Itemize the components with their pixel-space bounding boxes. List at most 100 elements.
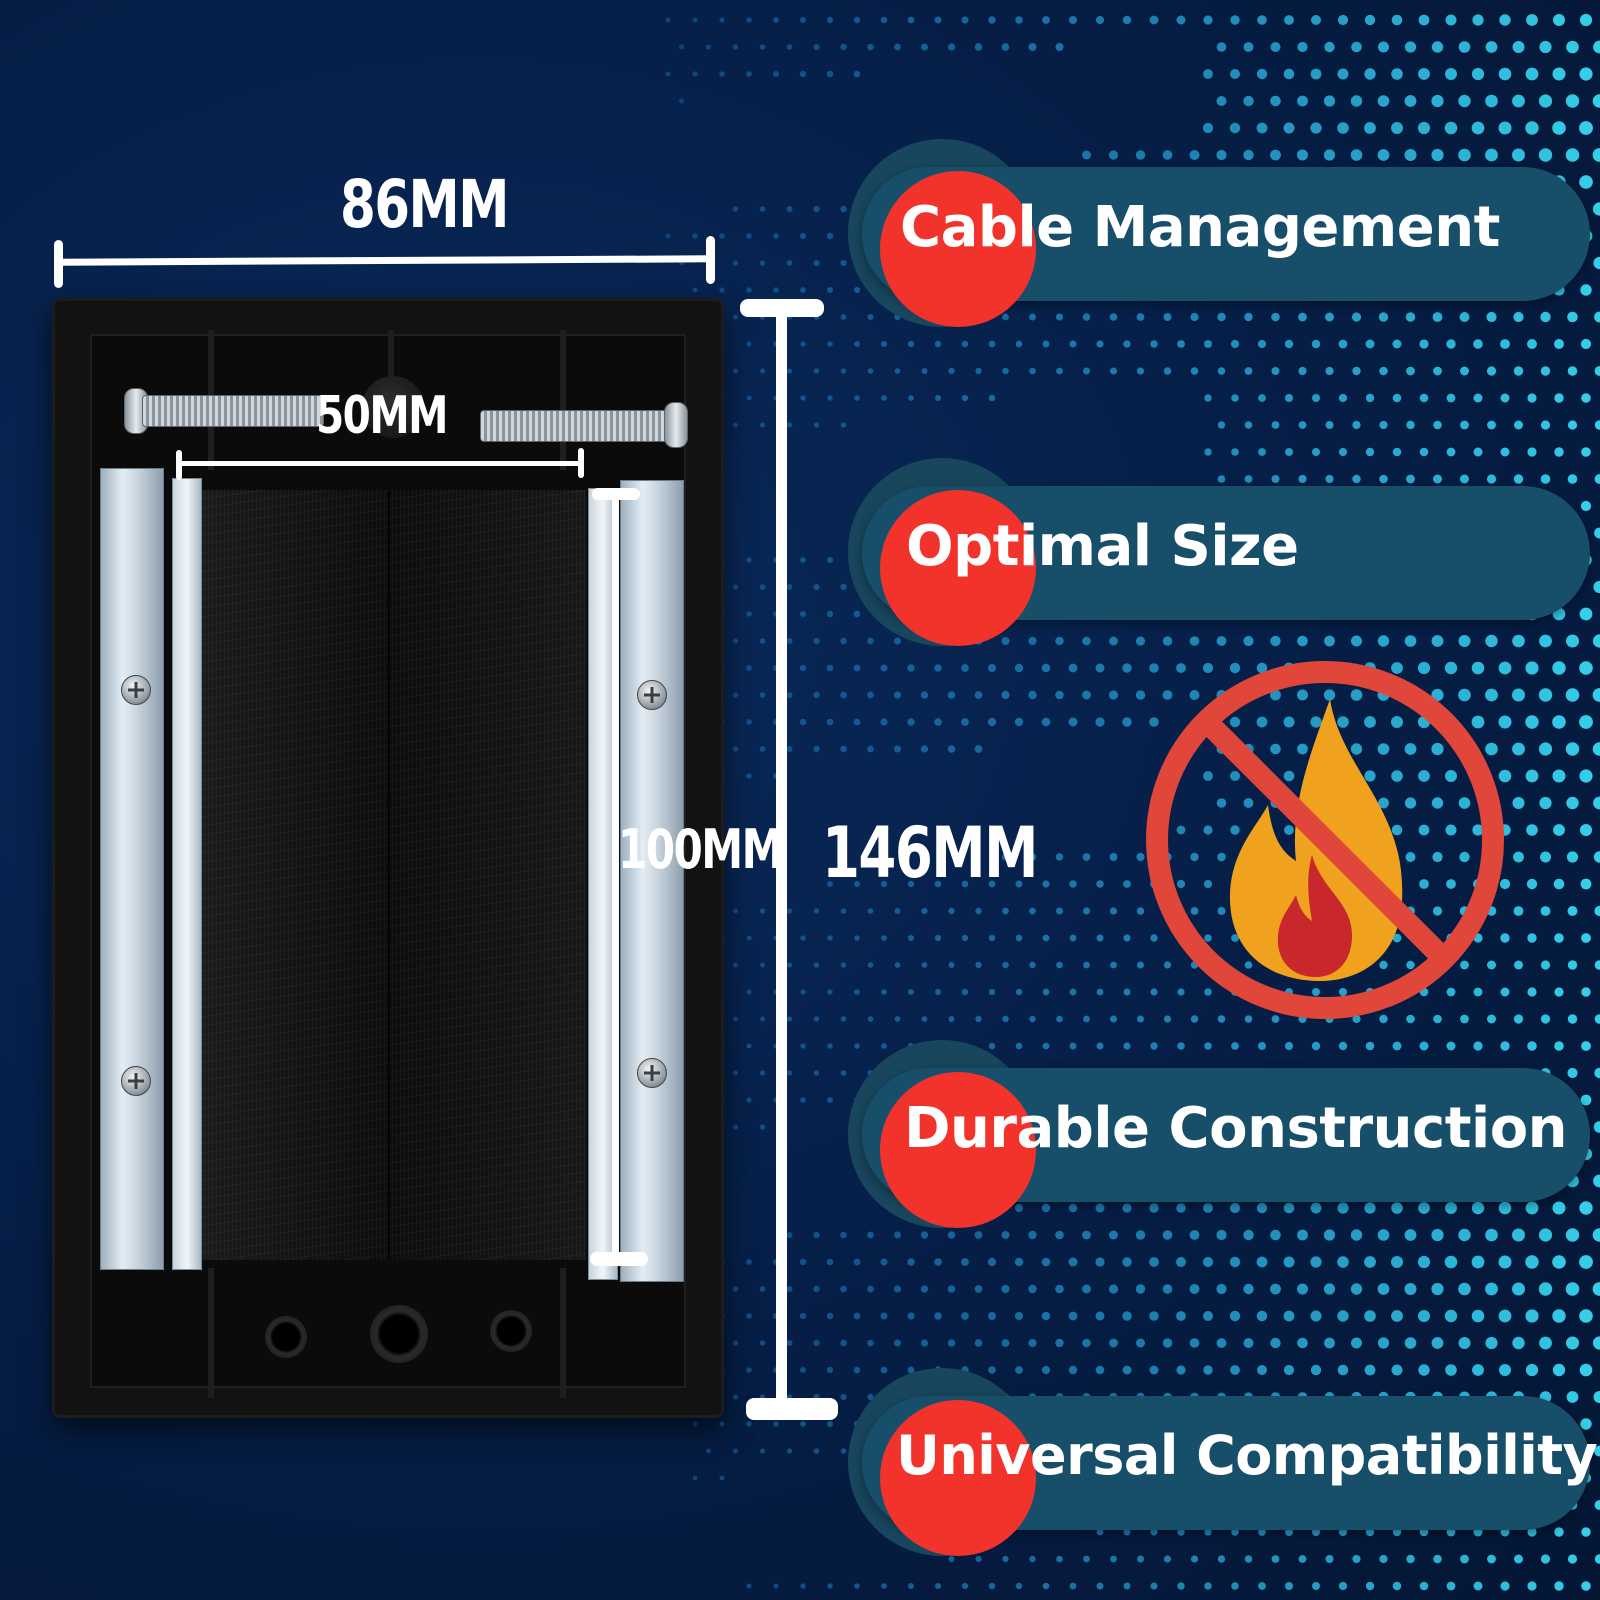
halftone-dot — [1485, 41, 1498, 53]
halftone-dot — [1256, 122, 1268, 134]
halftone-dot — [1404, 1229, 1417, 1241]
halftone-dot — [1298, 421, 1307, 429]
halftone-dot — [867, 637, 874, 645]
halftone-dot — [1338, 987, 1348, 997]
halftone-dot — [840, 1448, 847, 1454]
halftone-dot — [1231, 1582, 1239, 1590]
halftone-dot — [1473, 339, 1483, 349]
halftone-dot — [705, 44, 712, 50]
halftone-dot — [975, 367, 982, 375]
feature-durable-construction: Durable Construction — [848, 1040, 1600, 1228]
feature-universal-compatibility: Universal Compatibility — [848, 1368, 1600, 1556]
halftone-dot — [1083, 1555, 1090, 1563]
halftone-dot — [1135, 1284, 1146, 1294]
halftone-dot — [1190, 312, 1199, 322]
halftone-dot — [1592, 1228, 1600, 1242]
halftone-dot — [1028, 690, 1037, 700]
halftone-dot — [1042, 1042, 1050, 1050]
halftone-dot — [1378, 797, 1389, 809]
halftone-dot — [1554, 1581, 1564, 1591]
halftone-dot — [1581, 1041, 1591, 1051]
halftone-dot — [1122, 1203, 1132, 1213]
halftone-dot — [1217, 475, 1226, 483]
screw-icon — [637, 680, 667, 710]
halftone-dot — [1285, 448, 1293, 456]
halftone-dot — [1486, 366, 1497, 376]
halftone-dot — [1123, 340, 1131, 348]
halftone-dot — [692, 71, 698, 77]
halftone-dot — [759, 1448, 766, 1454]
halftone-dot — [1566, 40, 1579, 54]
halftone-dot — [1392, 1581, 1402, 1591]
halftone-dot — [1256, 716, 1268, 728]
halftone-dot — [1203, 15, 1213, 25]
halftone-dot — [1229, 1202, 1241, 1214]
halftone-dot — [1029, 1555, 1036, 1563]
halftone-dot — [1271, 475, 1280, 483]
halftone-dot — [1082, 1338, 1091, 1348]
halftone-dot — [1567, 1554, 1578, 1564]
halftone-dot — [773, 1583, 779, 1589]
halftone-dot — [1473, 987, 1483, 997]
halftone-dot — [1460, 366, 1469, 376]
halftone-dot — [1108, 690, 1119, 700]
halftone-dot — [1592, 688, 1600, 702]
halftone-dot — [1108, 150, 1119, 160]
halftone-dot — [1418, 1202, 1430, 1214]
halftone-dot — [920, 691, 929, 699]
halftone-dot — [867, 745, 874, 753]
halftone-dot — [746, 1583, 752, 1589]
halftone-dot — [1579, 607, 1593, 621]
halftone-dot — [1552, 769, 1566, 783]
halftone-dot — [948, 907, 955, 915]
halftone-dot — [800, 611, 806, 617]
halftone-dot — [719, 1421, 725, 1427]
halftone-dot — [1540, 311, 1551, 323]
halftone-dot — [1162, 1284, 1173, 1294]
halftone-dot — [920, 1339, 929, 1347]
halftone-dot — [907, 1258, 915, 1266]
halftone-dot — [732, 638, 739, 644]
halftone-dot — [1137, 1555, 1144, 1563]
halftone-dot — [1271, 1015, 1280, 1023]
halftone-dot — [813, 368, 820, 374]
halftone-dot — [1189, 636, 1200, 646]
halftone-dot — [1014, 663, 1024, 673]
halftone-dot — [840, 368, 847, 374]
halftone-dot — [1552, 661, 1566, 675]
halftone-dot — [1538, 148, 1553, 162]
halftone-dot — [1082, 853, 1091, 861]
halftone-dot — [1177, 1582, 1185, 1590]
halftone-dot — [813, 908, 820, 914]
halftone-dot — [813, 1070, 820, 1076]
halftone-dot — [786, 206, 793, 212]
halftone-dot — [840, 259, 847, 267]
halftone-dot — [1150, 1582, 1158, 1590]
halftone-dot — [786, 584, 793, 590]
halftone-dot — [1552, 67, 1566, 81]
halftone-dot — [773, 71, 779, 77]
halftone-dot — [975, 907, 982, 915]
halftone-dot — [1283, 122, 1295, 134]
halftone-dot — [840, 1339, 847, 1347]
halftone-dot — [1270, 743, 1281, 755]
plate-rib — [560, 1268, 566, 1398]
halftone-dot — [732, 1124, 739, 1130]
halftone-dot — [1244, 1015, 1253, 1023]
halftone-dot — [1552, 1201, 1566, 1215]
height-cap-bottom — [746, 1398, 838, 1420]
halftone-dot — [1337, 1364, 1349, 1376]
halftone-dot — [1458, 41, 1471, 53]
halftone-dot — [1149, 1203, 1159, 1213]
halftone-dot — [1404, 149, 1417, 161]
halftone-dot — [746, 341, 752, 347]
halftone-dot — [1176, 879, 1186, 889]
halftone-dot — [1162, 690, 1173, 700]
halftone-dot — [732, 584, 739, 590]
halftone-dot — [1352, 1014, 1361, 1024]
halftone-dot — [813, 745, 820, 753]
halftone-dot — [1001, 690, 1010, 700]
halftone-dot — [1243, 149, 1254, 161]
halftone-dot — [840, 583, 847, 591]
halftone-dot — [1364, 1364, 1376, 1376]
